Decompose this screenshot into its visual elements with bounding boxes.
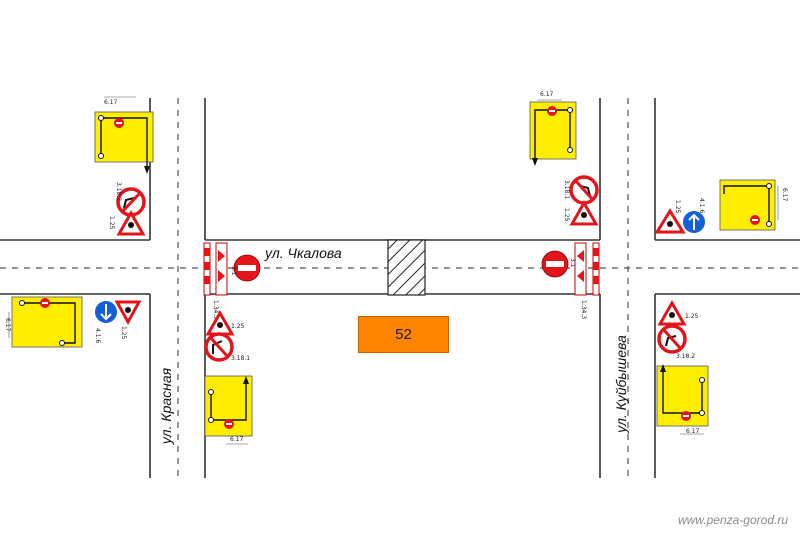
roadwork-icon: [114, 300, 142, 326]
roadwork-icon: [205, 309, 235, 336]
roadwork-icon: [654, 208, 686, 234]
center-left-ramp-code: 1.25: [231, 323, 245, 330]
detour-panel-top-left: [94, 96, 154, 174]
no-entry-icon: [750, 215, 760, 225]
building-number-box: 52: [358, 316, 449, 353]
direction-arrow-icon: [95, 301, 117, 323]
barrier-right: [574, 242, 600, 296]
street-label-kuibysheva: ул. Куйбышева: [613, 335, 629, 433]
no-turn-icon: [116, 187, 146, 217]
street-label-krasnaya: ул. Красная: [158, 367, 174, 445]
no-entry-icon: [114, 118, 124, 128]
no-entry-icon: [233, 254, 261, 282]
left-dir-code: 4.1.6: [94, 328, 101, 343]
far-right-dist-code: 6.17: [781, 188, 788, 202]
no-entry-icon: [224, 419, 234, 429]
no-turn-icon: [657, 324, 687, 354]
no-entry-icon: [547, 106, 557, 116]
detour-panel-far-right: [719, 179, 779, 231]
detour-panel-center-left: [204, 375, 253, 445]
no-turn-icon: [569, 175, 599, 205]
watermark: www.penza-gorod.ru: [677, 513, 788, 527]
right-low-dist-code: 6.17: [686, 428, 700, 435]
no-entry-icon: [681, 411, 691, 421]
top-left-dist-code: 6.17: [104, 99, 118, 106]
left-dist-code: 6.17: [4, 318, 11, 332]
roadwork-icon: [116, 209, 146, 236]
detour-panel-left: [8, 296, 83, 348]
center-left-dist-code: 6.17: [230, 436, 244, 443]
no-entry-icon: [40, 298, 50, 308]
center-left-noturn-code: 3.18.1: [231, 355, 250, 362]
barrier-left: [203, 242, 228, 296]
barrier-right-code: 1.34.3: [580, 300, 587, 319]
right-low-ramp-code: 1.25: [685, 313, 699, 320]
direction-arrow-icon: [683, 211, 705, 233]
no-entry-right-code: 3.1: [569, 258, 576, 268]
no-entry-left-code: 3.1: [230, 266, 237, 276]
far-right-ramp-code: 1.25: [674, 200, 681, 214]
roadwork-icon: [569, 199, 599, 226]
street-label-chkalova: ул. Чкалова: [265, 245, 342, 261]
far-right-dir-code: 4.1.6: [698, 198, 705, 213]
top-left-ramp-code: 1.25: [108, 216, 115, 230]
top-right-noturn-code: 3.18.1: [563, 180, 570, 199]
top-right-ramp-code: 1.25: [563, 208, 570, 222]
top-right-dist-code: 6.17: [540, 91, 554, 98]
no-turn-icon: [204, 332, 234, 362]
left-ramp-code: 1.25: [120, 326, 127, 340]
detour-panel-right-low: [656, 364, 709, 435]
roadwork-icon: [657, 299, 687, 326]
barrier-left-code: 1.34.3: [212, 300, 219, 319]
no-entry-icon: [541, 250, 569, 278]
top-left-noturn-code: 3.18.2: [115, 182, 122, 201]
right-low-noturn-code: 3.18.2: [676, 353, 695, 360]
detour-panel-top-right: [529, 99, 577, 166]
work-zone-hatch: [387, 239, 426, 296]
